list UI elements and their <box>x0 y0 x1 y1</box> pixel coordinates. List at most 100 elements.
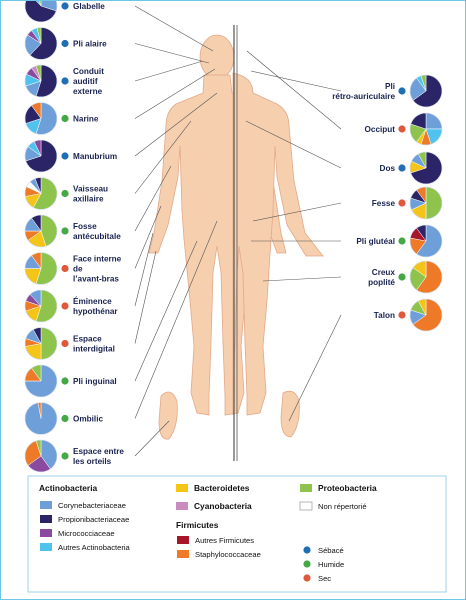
site-manubrium-leader <box>134 92 218 157</box>
legend-swatch-proteobacteria <box>300 484 312 492</box>
legend-micrococcaceae: Micrococciaceae <box>58 529 115 538</box>
site-pli-retro-auriculaire-pie <box>409 74 443 108</box>
site-eminence-hypothenar-leader <box>134 232 154 307</box>
body-back-figure <box>232 72 324 416</box>
site-espace-entre-les-orteils-pie <box>24 439 58 473</box>
site-pli-gluteal-pie <box>409 224 443 258</box>
site-dos-pie-outline <box>409 151 443 185</box>
site-pli-retro-auriculaire-leader <box>250 70 342 92</box>
site-conduit-auditif-externe-pie-outline <box>24 64 58 98</box>
legend-non-repertorie: Non répertorié <box>318 502 367 511</box>
site-espace-entre-les-orteils-type-dot <box>61 452 69 460</box>
site-glabelle-slice-autres-actinobacteria <box>35 0 42 7</box>
site-espace-interdigital-leader <box>134 250 157 344</box>
site-pli-gluteal-type-dot <box>398 237 406 245</box>
site-espace-interdigital-pie-outline <box>24 327 58 360</box>
site-narine-leader <box>134 68 216 119</box>
site-occiput-label: Occiput <box>365 125 396 134</box>
site-vaisseau-axillaire-leader <box>134 120 192 194</box>
legend-swatch-micrococcaceae <box>40 529 52 537</box>
legend-swatch-autres-actinobacteria <box>40 543 52 551</box>
site-fosse-antecubitale-leader <box>134 165 172 232</box>
site-pli-alaire-pie-outline <box>24 27 58 60</box>
legend-autres-firmicutes: Autres Firmicutes <box>195 536 254 545</box>
site-pli-alaire-type-dot <box>61 39 69 48</box>
site-manubrium-pie <box>24 139 58 173</box>
legend-humide: Humide <box>318 560 344 569</box>
site-creux-poplite-pie-outline <box>409 260 443 294</box>
site-glabelle-type-dot <box>61 2 69 10</box>
site-occiput-pie-outline <box>409 112 443 146</box>
site-dos-type-dot <box>398 164 406 172</box>
legend-swatch-bacteroidetes <box>176 484 188 492</box>
site-pli-inguinal-leader <box>134 240 198 382</box>
body-figures <box>148 25 324 461</box>
site-talon-label: Talon <box>374 311 395 320</box>
legend-autres-actinobacteria: Autres Actinobacteria <box>58 543 131 552</box>
site-manubrium-label: Manubrium <box>73 152 117 161</box>
site-fosse-antecubitale-pie <box>24 214 58 248</box>
site-pli-inguinal-pie <box>24 364 58 398</box>
legend-sec: Sec <box>318 574 331 583</box>
site-eminence-hypothenar-type-dot <box>61 302 69 310</box>
legend-sebace: Sébacé <box>318 546 344 555</box>
site-pli-inguinal-label: Pli inguinal <box>73 377 117 386</box>
legend-swatch-corynebacteriaceae <box>40 501 52 509</box>
legend-dot-sec <box>303 574 311 582</box>
site-creux-poplite-leader <box>262 276 342 282</box>
site-fesse-slice-proteobacteria <box>425 186 443 220</box>
site-vaisseau-axillaire-type-dot <box>61 189 69 198</box>
right-foot-sole <box>280 390 300 438</box>
site-ombilic-type-dot <box>61 414 69 423</box>
site-talon-pie <box>409 298 443 332</box>
site-creux-poplite-type-dot <box>398 273 406 281</box>
site-narine-pie-outline <box>24 102 58 135</box>
site-face-interne-de-l-avant-bras-pie <box>24 252 58 285</box>
legend-staphylococcaceae: Staphylococcaceae <box>195 550 261 559</box>
site-dos-label: Dos <box>380 164 396 173</box>
legend-swatch-propionibacteriaceae <box>40 515 52 523</box>
site-espace-interdigital-slice-proteobacteria <box>40 327 58 360</box>
site-pies <box>24 0 443 473</box>
legend-swatch-staphylococcaceae <box>177 550 189 558</box>
site-pli-gluteal-pie-outline <box>409 224 443 258</box>
legend-actinobacteria-title: Actinobacteria <box>39 483 98 493</box>
legend-frame <box>27 475 447 593</box>
site-eminence-hypothenar-pie <box>24 289 58 323</box>
site-occiput-type-dot <box>398 125 406 133</box>
site-fosse-antecubitale-type-dot <box>61 227 69 235</box>
site-pli-gluteal-label: Pli glutéal <box>356 237 395 246</box>
legend-swatch-autres-firmicutes <box>177 536 189 544</box>
site-glabelle-label: Glabelle <box>73 2 105 11</box>
site-pli-alaire-leader <box>134 43 210 64</box>
site-fesse-label: Fesse <box>372 199 396 208</box>
legend: Actinobacteria Corynebacteriaceae Propio… <box>27 475 447 593</box>
site-pli-retro-auriculaire-pie-outline <box>409 74 443 108</box>
legend-firmicutes-title: Firmicutes <box>176 520 219 530</box>
site-pli-inguinal-type-dot <box>61 377 69 385</box>
site-narine-type-dot <box>61 114 69 123</box>
site-talon-pie-outline <box>409 298 443 332</box>
site-conduit-auditif-externe-type-dot <box>61 77 69 85</box>
site-ombilic-pie-outline <box>24 402 58 435</box>
site-face-interne-de-l-avant-bras-pie-outline <box>24 252 58 285</box>
site-glabelle-pie <box>24 0 58 23</box>
site-pli-inguinal-pie-outline <box>24 364 58 398</box>
legend-bacteroidetes: Bacteroidetes <box>194 483 250 493</box>
site-face-interne-de-l-avant-bras-type-dot <box>61 264 69 273</box>
site-eminence-hypothenar-pie-outline <box>24 289 58 323</box>
site-espace-interdigital-type-dot <box>61 339 69 348</box>
site-manubrium-type-dot <box>61 152 69 160</box>
legend-swatch-non-repertorie <box>299 501 313 511</box>
site-narine-pie <box>24 102 58 135</box>
site-fesse-pie-outline <box>409 186 443 220</box>
site-glabelle-leader <box>134 5 214 52</box>
site-dos-leader <box>245 120 342 169</box>
